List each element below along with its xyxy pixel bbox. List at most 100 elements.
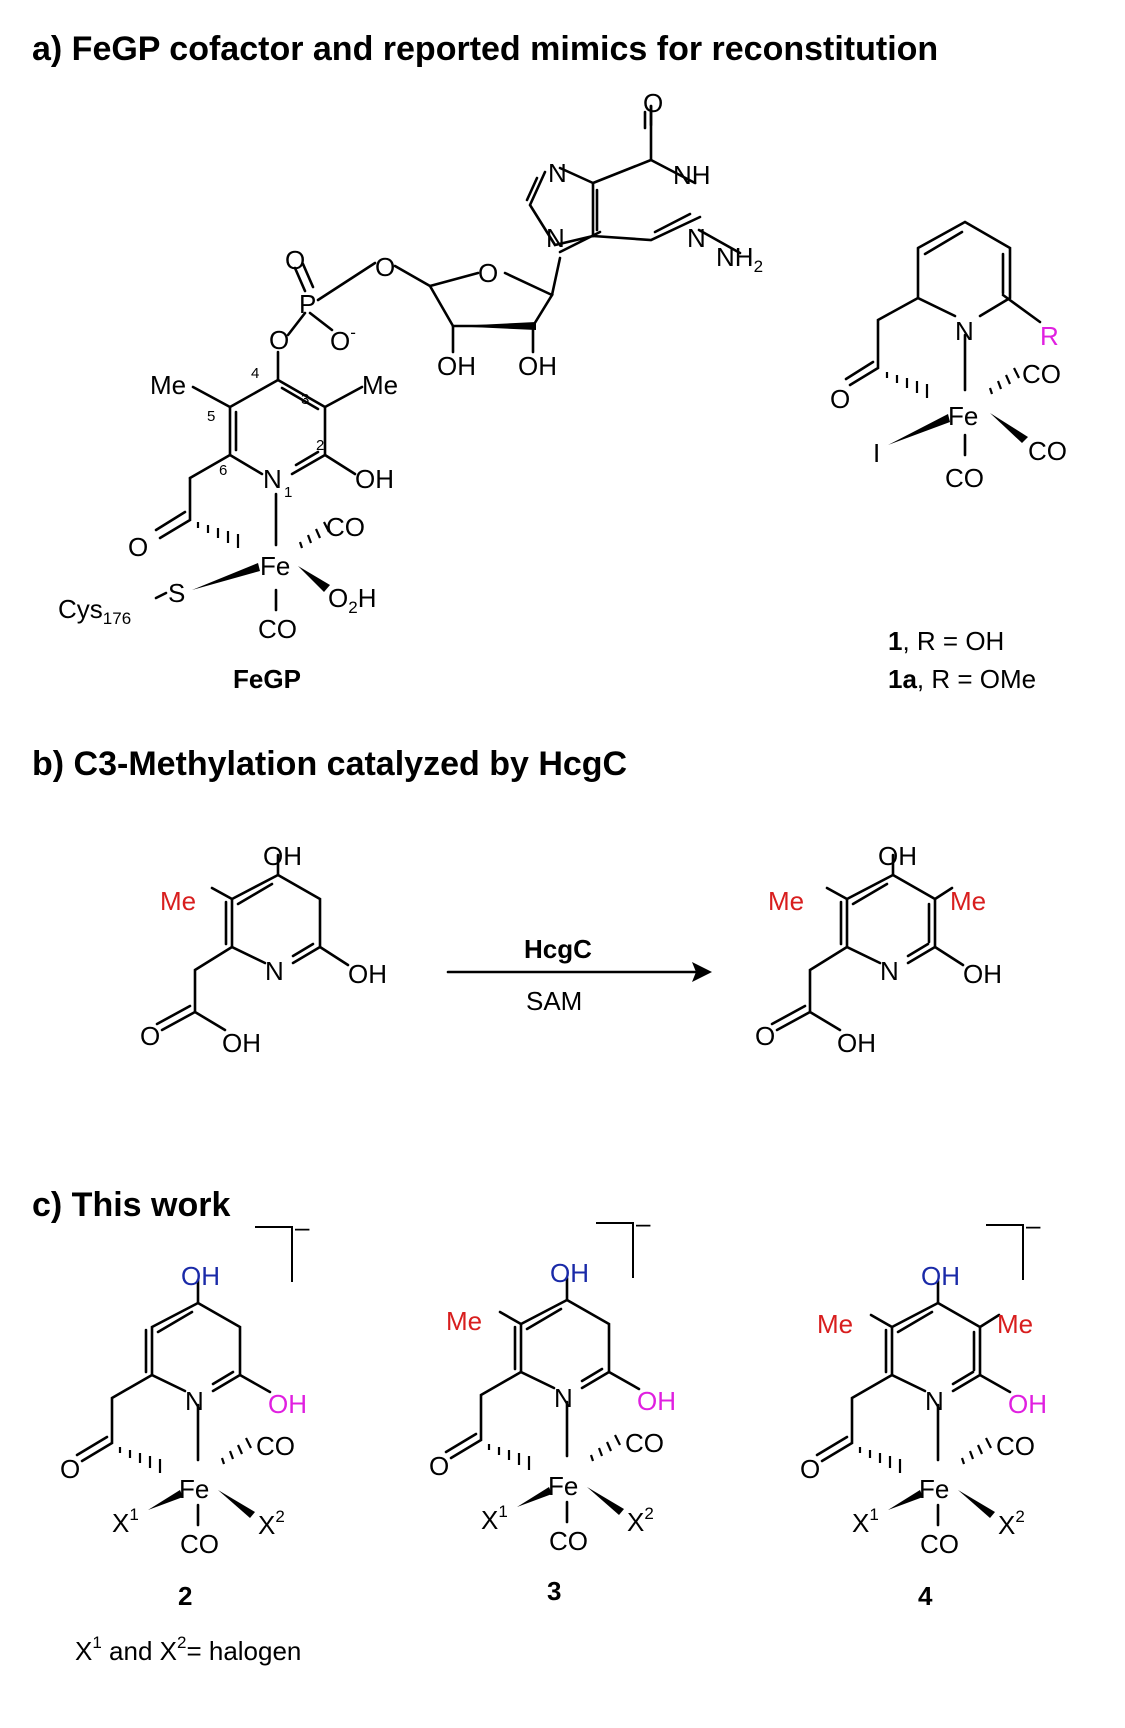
- halogen-footnote: X1 and X2= halogen: [75, 1633, 301, 1666]
- pyridinol-ring: Me Me OH N 1 2 3 4 5 6: [150, 350, 398, 501]
- compound-3-x1: X1: [481, 1502, 508, 1535]
- phosphate-o-ester: O: [269, 325, 289, 355]
- mimic-co-right: CO: [1028, 436, 1067, 466]
- compound-4-x1: X1: [852, 1505, 879, 1538]
- product-me-3: Me: [950, 886, 986, 916]
- mimic-1-legend: 1, R = OH: [888, 626, 1004, 656]
- compound-3-fe: Fe: [548, 1471, 578, 1501]
- reaction-substrate: OH Me N OH O OH: [140, 841, 387, 1058]
- compound-2-charge: –: [295, 1212, 310, 1242]
- substrate-me: Me: [160, 886, 196, 916]
- mimic-fe: Fe: [948, 401, 978, 431]
- heading-c: c) This work: [32, 1186, 230, 1224]
- heading-a: a) FeGP cofactor and reported mimics for…: [32, 30, 938, 68]
- guanine-carbonyl-o: O: [643, 88, 663, 118]
- compound-2-fe: Fe: [179, 1474, 209, 1504]
- compound-2-x2: X2: [258, 1507, 285, 1540]
- guanine-base: O N NH N N NH2: [525, 88, 763, 276]
- compound-3-charge: –: [636, 1208, 651, 1238]
- mimic-acyl-o: O: [830, 384, 850, 414]
- compound-3-structure: – OH Me N OH O Fe CO CO X1 X2 3: [429, 1208, 676, 1606]
- fegp-label: FeGP: [233, 664, 301, 694]
- compound-2-label: 2: [178, 1581, 192, 1611]
- pyridinol-oh: OH: [355, 464, 394, 494]
- fegp-s: S: [168, 578, 185, 608]
- guanine-nh: NH: [673, 160, 711, 190]
- product-acid-oh: OH: [837, 1028, 876, 1058]
- fegp-structure: O N NH N N NH2 O OH OH O O P O- O: [58, 88, 763, 694]
- compound-4-x2: X2: [998, 1507, 1025, 1540]
- substrate-n: N: [265, 956, 284, 986]
- pyridinol-me-5: Me: [150, 370, 186, 400]
- guanine-n3: N: [687, 223, 706, 253]
- compound-4-co-top: CO: [996, 1431, 1035, 1461]
- mimic-co-bottom: CO: [945, 463, 984, 493]
- compound-4-oh-4: OH: [921, 1261, 960, 1291]
- compound-3-acyl-o: O: [429, 1451, 449, 1481]
- fegp-co-top: CO: [326, 512, 365, 542]
- compound-2-co-bottom: CO: [180, 1529, 219, 1559]
- ribose-ring: O OH OH O: [375, 252, 562, 381]
- compound-3-co-bottom: CO: [549, 1526, 588, 1556]
- ring-number-3: 3: [301, 391, 309, 408]
- reaction-cofactor: SAM: [526, 986, 582, 1016]
- compound-2-acyl-o: O: [60, 1454, 80, 1484]
- mimic-r: R: [1040, 321, 1059, 351]
- compound-4-fe: Fe: [919, 1474, 949, 1504]
- compound-4-me-5: Me: [817, 1309, 853, 1339]
- product-oh-4: OH: [878, 841, 917, 871]
- ribose-o5: O: [375, 252, 395, 282]
- compound-3-me: Me: [446, 1306, 482, 1336]
- phosphate-o-minus: O-: [330, 323, 356, 356]
- product-n: N: [880, 956, 899, 986]
- compound-4-acyl-o: O: [800, 1454, 820, 1484]
- compound-2-oh-4: OH: [181, 1261, 220, 1291]
- ribose-oh-2: OH: [518, 351, 557, 381]
- reaction-enzyme: HcgC: [524, 934, 592, 964]
- compound-3-oh-2: OH: [637, 1386, 676, 1416]
- compound-2-co-top: CO: [256, 1431, 295, 1461]
- compound-4-label: 4: [918, 1581, 933, 1611]
- fegp-o2h: O2H: [328, 583, 376, 617]
- compound-4-structure: – OH Me Me N OH O Fe CO CO X1 X2 4: [800, 1210, 1047, 1611]
- compound-3-label: 3: [547, 1576, 561, 1606]
- compound-4-co-bottom: CO: [920, 1529, 959, 1559]
- ribose-oh-3: OH: [437, 351, 476, 381]
- compound-4-charge: –: [1026, 1210, 1041, 1240]
- heading-b: b) C3-Methylation catalyzed by HcgC: [32, 745, 627, 783]
- pyridinol-me-3: Me: [362, 370, 398, 400]
- ring-number-4: 4: [251, 365, 259, 382]
- mimic-1a-legend: 1a, R = OMe: [888, 664, 1036, 694]
- compound-4-me-3: Me: [997, 1309, 1033, 1339]
- ring-number-1: 1: [284, 484, 292, 501]
- compound-3-n: N: [554, 1383, 573, 1413]
- ribose-o: O: [478, 258, 498, 288]
- compound-2-structure: – OH N OH O Fe CO CO X1 X2 2: [60, 1212, 310, 1611]
- phosphate-p: P: [299, 289, 316, 319]
- fegp-acyl-o: O: [128, 532, 148, 562]
- reaction-product: OH Me Me N OH O OH: [755, 841, 1002, 1058]
- compound-2-oh-2: OH: [268, 1389, 307, 1419]
- fegp-iron-center: O Fe CO CO S Cys176 O2H: [58, 476, 376, 644]
- substrate-acid-oh: OH: [222, 1028, 261, 1058]
- compound-4-n: N: [925, 1386, 944, 1416]
- ring-number-5: 5: [207, 408, 215, 425]
- fegp-cys: Cys176: [58, 594, 131, 628]
- mimic-1-structure: N R O Fe CO CO CO I 1, R = OH 1a, R = OM…: [830, 220, 1067, 694]
- phosphate-group: O P O- O: [269, 245, 377, 356]
- compound-2-x1: X1: [112, 1505, 139, 1538]
- substrate-oh-4: OH: [263, 841, 302, 871]
- mimic-co-top: CO: [1022, 359, 1061, 389]
- compound-4-oh-2: OH: [1008, 1389, 1047, 1419]
- mimic-iodide: I: [873, 438, 880, 468]
- ring-number-2: 2: [316, 437, 324, 454]
- product-oh-2: OH: [963, 959, 1002, 989]
- fegp-co-bottom: CO: [258, 614, 297, 644]
- phosphate-o-double: O: [285, 245, 305, 275]
- compound-3-oh-4: OH: [550, 1258, 589, 1288]
- compound-3-x2: X2: [627, 1504, 654, 1537]
- substrate-oh-2: OH: [348, 959, 387, 989]
- fegp-fe: Fe: [260, 551, 290, 581]
- guanine-n7: N: [548, 158, 567, 188]
